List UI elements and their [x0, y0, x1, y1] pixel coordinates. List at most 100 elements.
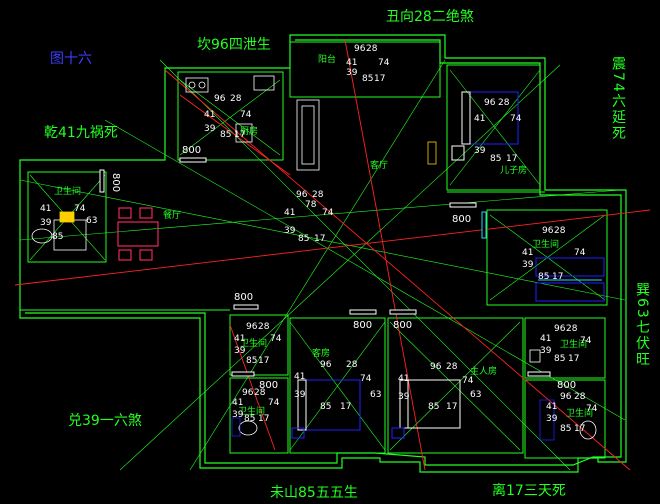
compass-number: 74 — [240, 110, 252, 120]
sector-line — [189, 59, 446, 471]
toilet-1-room-outline — [229, 314, 289, 376]
room-label-guest: 客房 — [312, 349, 331, 359]
sector-line — [19, 179, 626, 301]
compass-number: 28 — [574, 392, 586, 402]
window-marker — [233, 304, 259, 310]
compass-number: 96 — [554, 324, 566, 334]
outer-wall — [19, 34, 627, 473]
compass-number: 17 — [374, 74, 386, 84]
compass-number: 74 — [510, 114, 522, 124]
window-marker — [231, 371, 255, 377]
bath-vanity — [535, 257, 605, 277]
compass-number: 63 — [470, 390, 482, 400]
nightstand — [391, 427, 405, 439]
room-walls — [20, 41, 608, 459]
sector-line — [19, 189, 621, 241]
room-label-master: 主人房 — [470, 367, 498, 377]
compass-number: 17 — [506, 154, 518, 164]
window-marker — [349, 309, 377, 315]
compass-number: 96 — [214, 94, 226, 104]
burner — [188, 81, 196, 89]
dining-chair — [118, 207, 132, 219]
compass-number: 96 — [320, 360, 332, 370]
compass-number: 85 — [362, 74, 374, 84]
guest-room-bed — [291, 379, 361, 439]
dining-chair — [139, 207, 153, 219]
compass-number: 28 — [346, 360, 358, 370]
compass-number: 85 — [320, 402, 332, 412]
bath-right-room-outline — [486, 209, 608, 306]
compass-number: 17 — [568, 354, 580, 364]
dimension-label: 800 — [259, 380, 279, 391]
compass-number: 17 — [340, 402, 352, 412]
outer-wall-inner-offset — [25, 39, 622, 466]
compass-number: 63 — [86, 216, 98, 226]
balcony-room-outline — [289, 41, 441, 98]
compass-number: 41 — [284, 208, 296, 218]
bed-headboard — [297, 379, 307, 431]
dining-chair — [118, 249, 132, 261]
room-label-bath-left: 卫生间 — [54, 187, 82, 197]
compass-number: 85 — [538, 272, 550, 282]
compass-number: 39 — [398, 392, 410, 402]
kitchen-room-outline — [177, 71, 284, 161]
window-marker — [179, 157, 207, 163]
compass-number: 74 — [270, 334, 282, 344]
dimension-label: 800 — [182, 145, 202, 156]
compass-number: 85 — [490, 154, 502, 164]
sink — [253, 75, 275, 91]
red-axis-line — [344, 39, 426, 471]
dimension-label: 800 — [557, 380, 577, 391]
living-furniture — [296, 99, 437, 171]
direction-label-northwest: 乾41九祸死 — [44, 125, 118, 141]
compass-number: 39 — [40, 218, 52, 228]
red-axes — [14, 39, 651, 471]
compass-number: 74 — [322, 208, 334, 218]
dimension-label: 800 — [234, 292, 254, 303]
compass-number: 39 — [232, 410, 244, 420]
compass-number: 74 — [586, 404, 598, 414]
room-label-toilet-3: 卫生间 — [560, 340, 588, 350]
sector-line — [104, 119, 626, 421]
compass-number: 96 — [354, 44, 366, 54]
compass-number: 96 — [484, 98, 496, 108]
compass-number: 41 — [522, 248, 534, 258]
compass-number: 85 — [554, 354, 566, 364]
compass-number: 41 — [234, 334, 246, 344]
dining-chair — [139, 249, 153, 261]
bath-shower — [535, 282, 605, 302]
compass-number: 96 — [430, 362, 442, 372]
compass-number: 96 — [296, 190, 308, 200]
dimension-label: 800 — [393, 320, 413, 331]
compass-number: 28 — [230, 94, 242, 104]
bath-right-fixtures — [535, 257, 605, 302]
direction-label-north-right: 丑向28二绝煞 — [386, 9, 474, 25]
compass-number: 85 — [246, 356, 258, 366]
compass-number: 41 — [540, 334, 552, 344]
compass-number: 85 — [428, 402, 440, 412]
dimension-label: 800 — [452, 214, 472, 225]
bath-left-room-outline — [27, 171, 107, 263]
compass-number: 39 — [474, 146, 486, 156]
sector-line — [449, 69, 541, 186]
window-marker — [449, 202, 477, 208]
tv-unit — [427, 141, 437, 165]
room-label-toilet-2: 卫生间 — [238, 407, 266, 417]
red-axis-line — [164, 69, 631, 471]
guest-room-outline — [289, 317, 386, 454]
compass-number: 41 — [546, 402, 558, 412]
toilet-bowl — [238, 420, 258, 436]
compass-number: 28 — [258, 322, 270, 332]
red-axis-line — [179, 94, 291, 176]
red-axis-line — [14, 209, 651, 286]
wardrobe — [451, 145, 465, 161]
compass-number: 28 — [366, 44, 378, 54]
stove — [185, 77, 209, 93]
compass-number: 28 — [566, 324, 578, 334]
compass-number: 96 — [542, 226, 554, 236]
compass-number: 17 — [258, 356, 270, 366]
compass-number: 39 — [522, 260, 534, 270]
sector-line — [159, 59, 571, 471]
kitchen-fixtures — [185, 75, 275, 143]
burner — [198, 81, 206, 89]
